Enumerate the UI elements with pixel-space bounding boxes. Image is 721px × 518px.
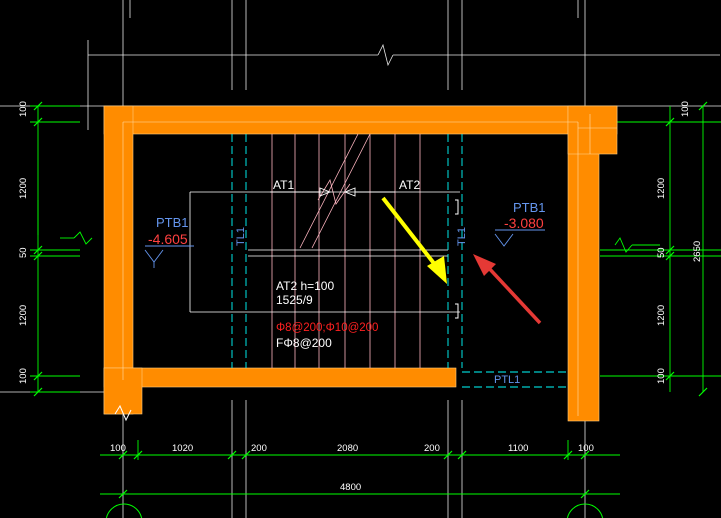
elevation-markers [144, 229, 545, 268]
dimension-texts: 100 1020 200 2080 200 1100 100 4800 100 … [18, 101, 703, 493]
dim-right-2: 50 [656, 247, 667, 258]
label-at1: AT1 [273, 178, 294, 192]
dim-bottom-0: 100 [110, 443, 126, 454]
dim-right-0: 100 [680, 101, 691, 117]
red-arrow [473, 254, 542, 325]
dim-bottom-3: 2080 [337, 443, 358, 454]
label-ptb1-right: PTB1 [513, 200, 546, 215]
stair-break [299, 133, 371, 249]
label-at2: AT2 [399, 178, 420, 192]
walls [103, 105, 618, 422]
label-rebar-dist: FΦ8@200 [276, 336, 332, 350]
label-ptl1: PTL1 [494, 374, 520, 386]
dim-right-3: 1200 [656, 305, 667, 326]
wall-detail-lines [122, 114, 617, 416]
dim-left-0: 100 [18, 101, 29, 117]
label-elev-right: -3.080 [504, 215, 544, 231]
dimension-ticks [33, 101, 708, 499]
dim-left-3: 1200 [18, 305, 29, 326]
beam-axis-lines [231, 134, 568, 388]
dim-bottom-5: 1100 [508, 443, 528, 454]
drawing-labels: AT1 AT2 PTB1 -4.605 PTB1 -3.080 TL1 TL1 … [148, 178, 546, 386]
dim-left-4: 100 [18, 368, 29, 384]
label-stair-steps: 1525/9 [276, 293, 313, 307]
dim-bottom-total: 4800 [340, 482, 361, 493]
yellow-arrow [381, 196, 447, 284]
wall-break-symbol [114, 404, 132, 422]
stair-treads [271, 134, 421, 368]
dim-bottom-6: 100 [578, 443, 594, 454]
dim-bottom-1: 1020 [172, 443, 193, 454]
label-ptb1-left: PTB1 [156, 215, 189, 230]
dimension-lines [30, 105, 721, 495]
dim-bottom-4: 200 [424, 443, 440, 454]
dim-right-total: 2650 [692, 241, 703, 262]
beam-end-marks [455, 199, 459, 319]
label-tl1-left: TL1 [235, 227, 247, 246]
label-tl1-right: TL1 [456, 227, 468, 246]
dim-right-4: 100 [656, 368, 667, 384]
label-rebar-main: Φ8@200;Φ10@200 [276, 322, 378, 334]
at-direction-arrows [270, 187, 395, 197]
dim-right-1: 1200 [656, 178, 667, 199]
label-stair-name: AT2 h=100 [276, 279, 334, 293]
dim-left-1: 1200 [18, 178, 29, 199]
dim-left-2: 50 [18, 247, 29, 258]
dim-bottom-2: 200 [251, 443, 267, 454]
axis-bubbles [105, 503, 604, 518]
stair-landing-lines [189, 191, 460, 313]
label-elev-left: -4.605 [148, 231, 188, 247]
